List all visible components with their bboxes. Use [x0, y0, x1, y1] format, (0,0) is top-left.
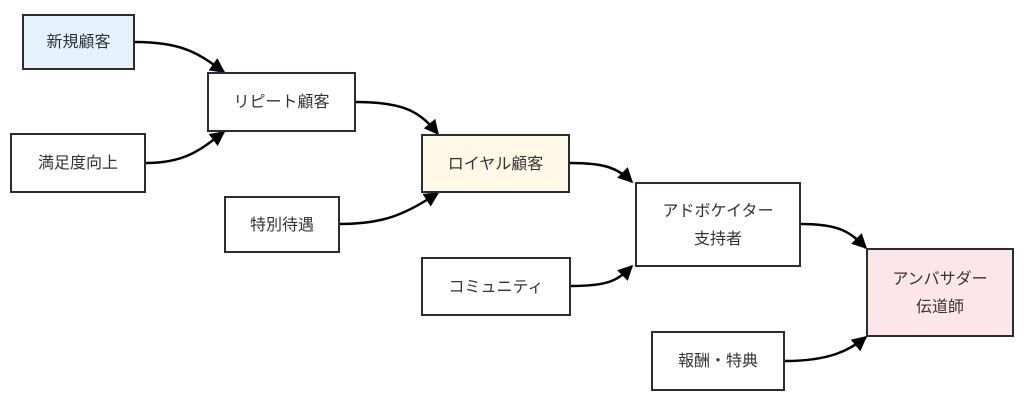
node-new-customer[interactable]: 新規顧客	[22, 14, 135, 70]
edge-rewards-to-ambassador	[784, 336, 868, 363]
node-loyal-customer[interactable]: ロイヤル顧客	[421, 134, 570, 193]
edge-satisfaction-to-repeat	[145, 131, 226, 165]
node-ambassador[interactable]: アンバサダー 伝道師	[866, 248, 1014, 337]
edge-loyal-to-advocate	[569, 161, 634, 184]
node-repeat-customer[interactable]: リピート顧客	[207, 72, 356, 132]
edge-special-to-loyal	[339, 191, 440, 226]
edge-new-to-repeat	[134, 40, 226, 74]
node-advocate[interactable]: アドボケイター 支持者	[635, 182, 801, 267]
node-special-treatment[interactable]: 特別待遇	[224, 196, 340, 253]
node-community[interactable]: コミュニティ	[421, 257, 571, 316]
node-rewards[interactable]: 報酬・特典	[651, 331, 785, 391]
node-satisfaction[interactable]: 満足度向上	[10, 133, 146, 193]
edge-advocate-to-ambassador	[800, 222, 868, 250]
edge-community-to-advocate	[570, 264, 634, 288]
edge-repeat-to-loyal	[355, 100, 439, 136]
